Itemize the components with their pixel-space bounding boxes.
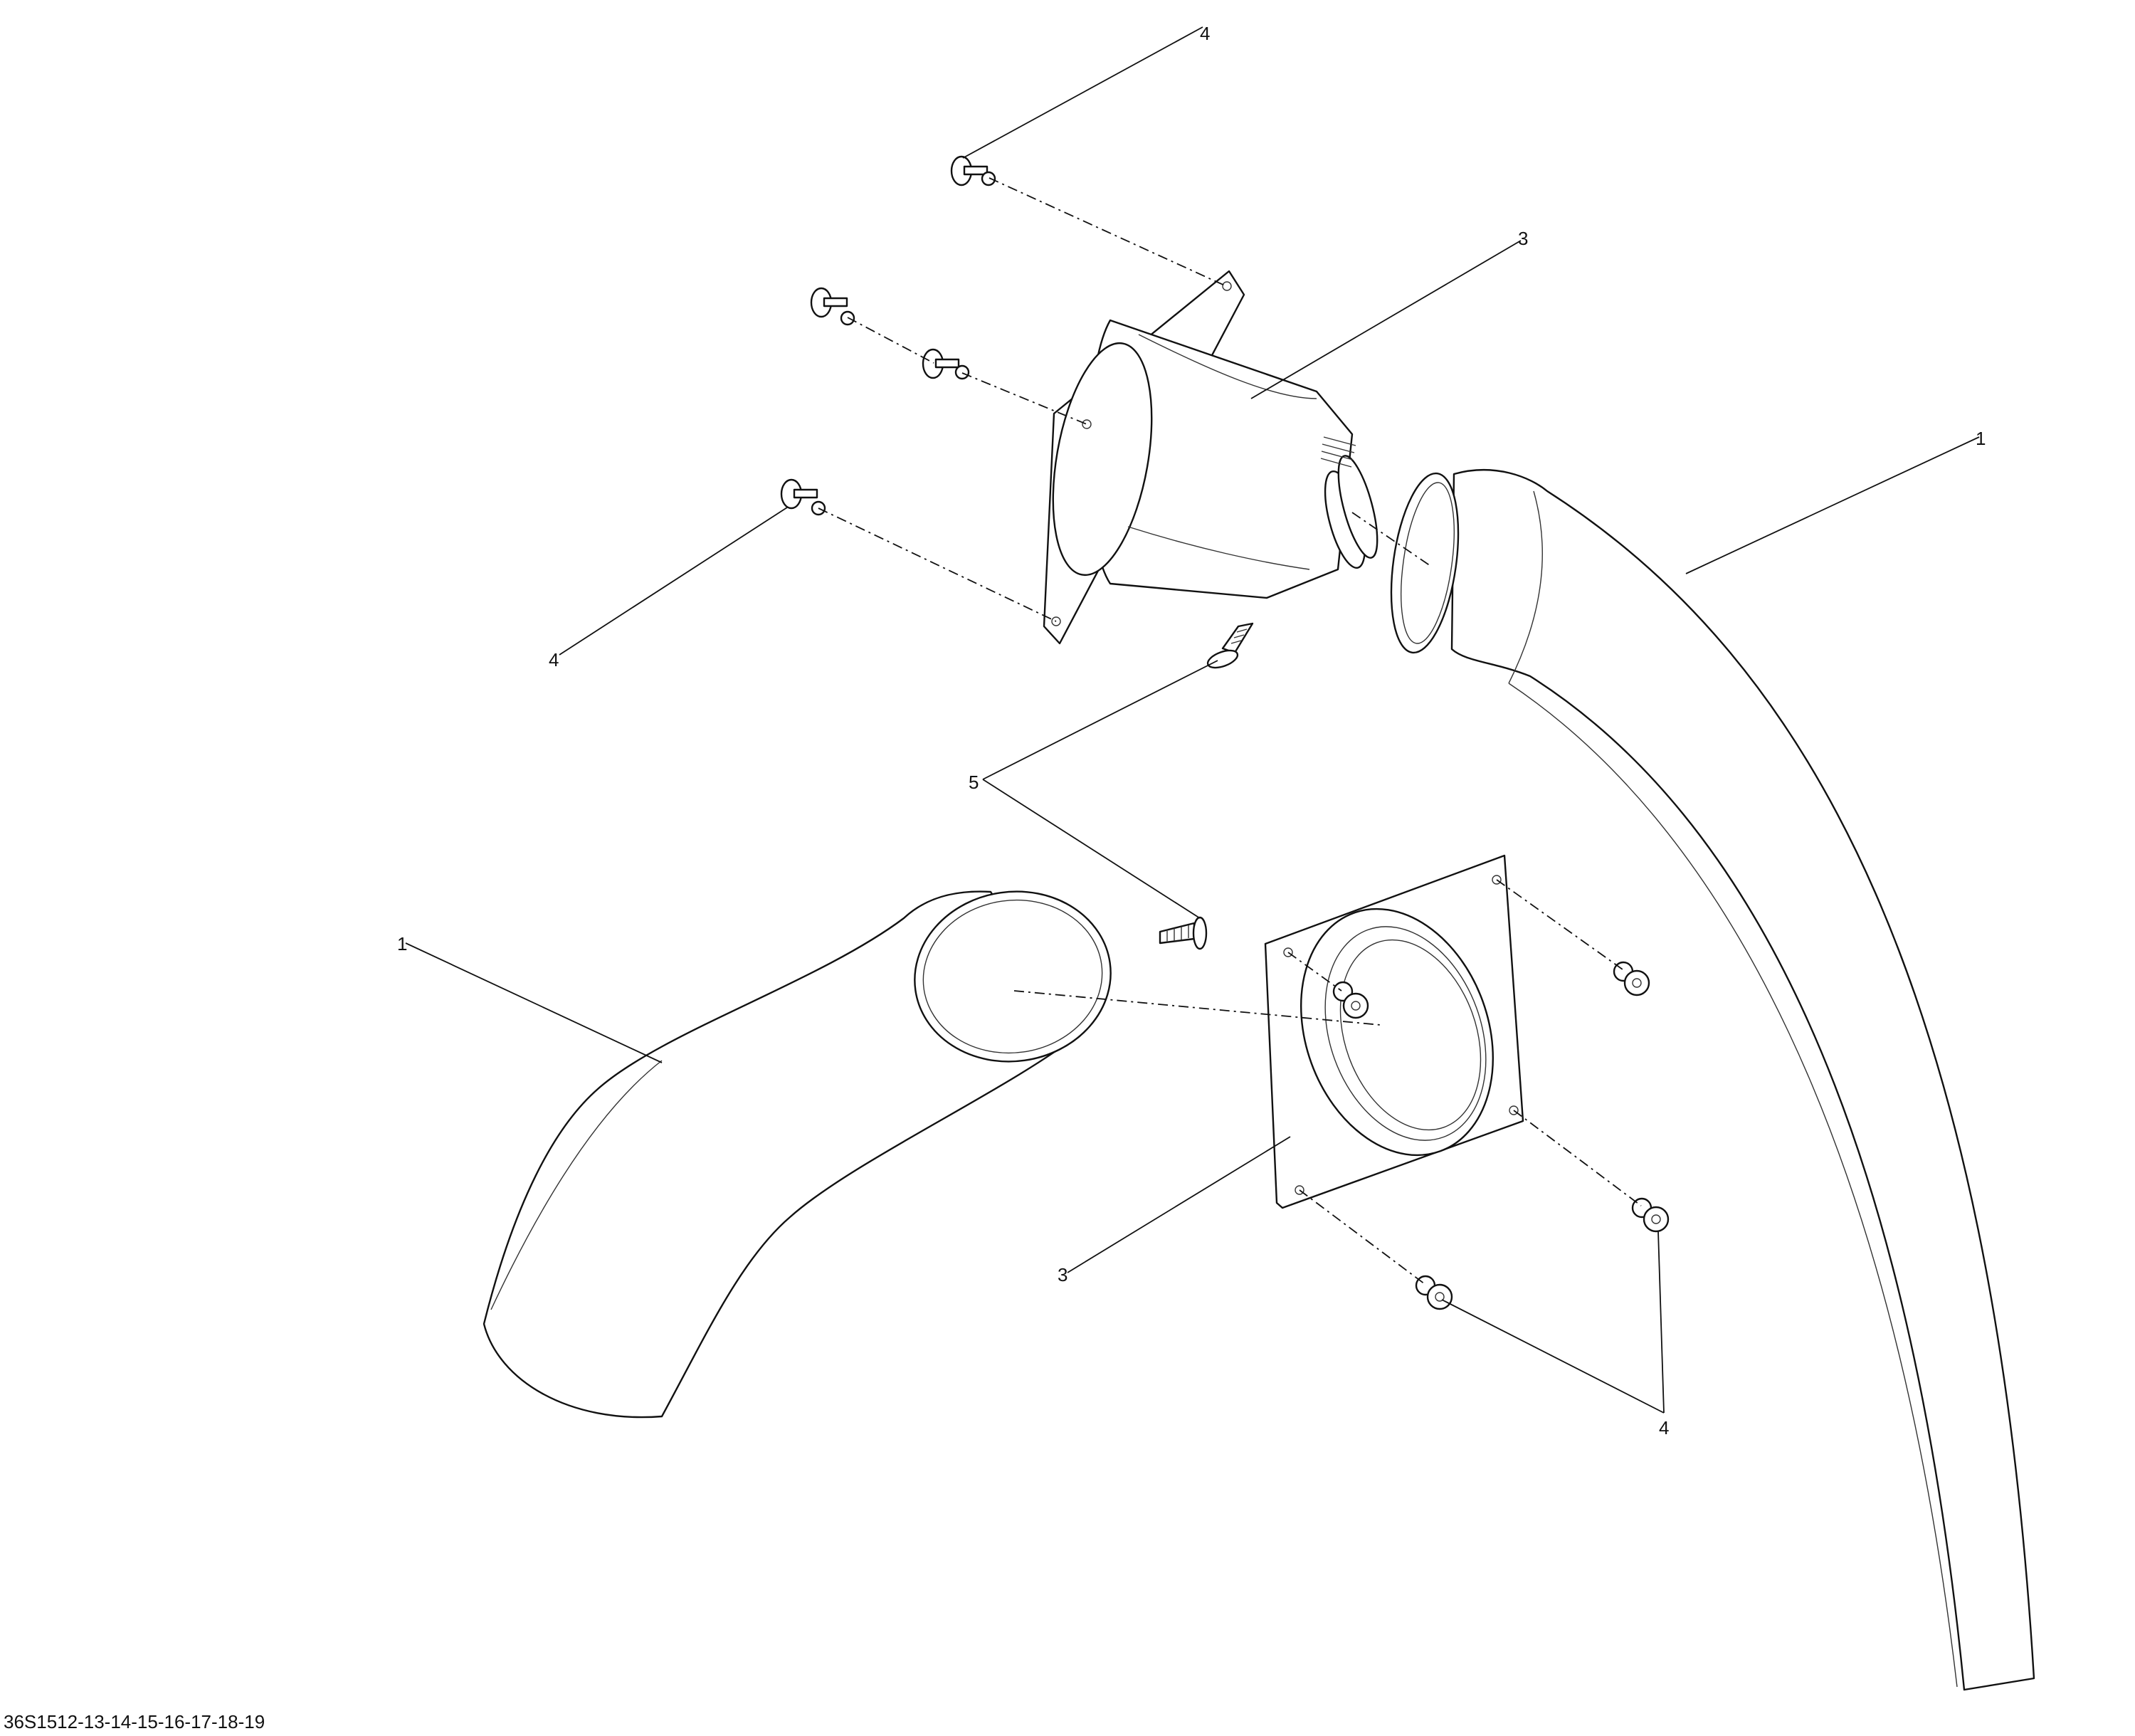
flange-upper — [1043, 270, 1378, 645]
rivet-top — [950, 155, 996, 186]
hose-lower-left — [483, 890, 1112, 1419]
callout-screw: 5 — [969, 772, 979, 793]
rivet-flange-lower-1 — [1332, 981, 1369, 1019]
rivet-left-2 — [922, 348, 970, 380]
callout-rivet-bottom-right: 4 — [1659, 1417, 1669, 1438]
callout-hose-lower: 1 — [397, 933, 407, 954]
callout-hose-upper: 1 — [1976, 428, 1986, 449]
hose-upper-right — [1390, 469, 2035, 1691]
screw-upper — [1206, 622, 1254, 669]
assembly-lines — [818, 177, 1642, 1285]
callout-flange-upper: 3 — [1518, 228, 1528, 249]
screw-lower — [1159, 916, 1208, 950]
callout-flange-lower: 3 — [1058, 1264, 1068, 1285]
callout-rivet-top: 4 — [1200, 23, 1210, 44]
callout-rivet-left: 4 — [549, 649, 559, 670]
rivet-left-1 — [810, 287, 855, 326]
leader-lines — [405, 26, 1980, 1414]
rivet-left-3 — [780, 478, 826, 516]
drawing-code: 36S1512-13-14-15-16-17-18-19 — [4, 1711, 265, 1732]
flange-lower — [1264, 854, 1524, 1209]
rivet-right-2 — [1631, 1197, 1670, 1233]
